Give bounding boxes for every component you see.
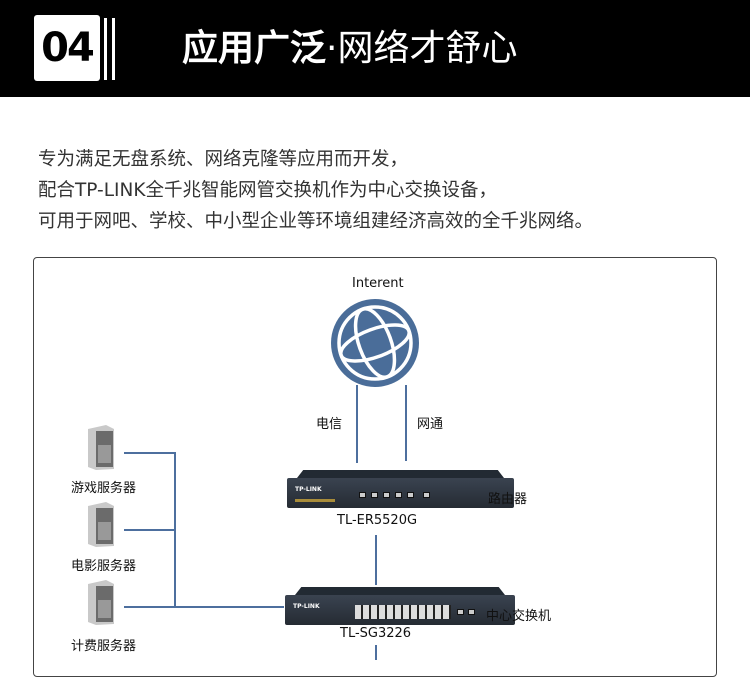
intro-text: 专为满足无盘系统、网络克隆等应用而开发， 配合TP-LINK全千兆智能网管交换机… (38, 144, 593, 237)
intro-line: 专为满足无盘系统、网络克隆等应用而开发， (38, 149, 409, 170)
switch-label: 中心交换机 (486, 609, 552, 624)
brand-logo: TP-LINK (293, 603, 320, 610)
isp-unicom-label: 网通 (417, 417, 444, 432)
link-line (124, 606, 284, 608)
intro-line: 配合TP-LINK全千兆智能网管交换机作为中心交换设备， (38, 180, 497, 201)
router-device: TP-LINK (287, 470, 514, 508)
link-line (124, 529, 176, 531)
link-line (375, 645, 377, 660)
link-line (405, 385, 407, 461)
section-title: 应用广泛·网络才舒心 (182, 26, 517, 72)
link-line (124, 452, 176, 454)
router-label: 路由器 (488, 492, 528, 507)
server-icon (88, 502, 114, 547)
server-icon (88, 580, 114, 625)
server-label: 计费服务器 (71, 639, 137, 654)
switch-model: TL-SG3226 (340, 626, 412, 641)
globe-icon (331, 299, 419, 387)
switch-device: TP-LINK (285, 587, 515, 625)
title-rest: 网络才舒心 (337, 28, 518, 69)
server-icon (88, 425, 114, 470)
internet-label: Interent (352, 276, 404, 291)
title-separator: · (326, 28, 338, 69)
link-line (375, 535, 377, 585)
decor-bar (104, 18, 107, 80)
isp-telecom-label: 电信 (316, 417, 343, 432)
server-label: 电影服务器 (71, 559, 137, 574)
header-banner: 04 应用广泛·网络才舒心 (0, 0, 750, 97)
section-number: 04 (34, 15, 100, 81)
intro-line: 可用于网吧、学校、中小型企业等环境组建经济高效的全千兆网络。 (38, 211, 594, 232)
decor-bar (112, 18, 115, 80)
link-line (356, 385, 358, 463)
brand-logo: TP-LINK (295, 486, 322, 493)
router-model: TL-ER5520G (337, 513, 418, 528)
server-label: 游戏服务器 (71, 481, 137, 496)
title-bold: 应用广泛 (182, 28, 327, 69)
